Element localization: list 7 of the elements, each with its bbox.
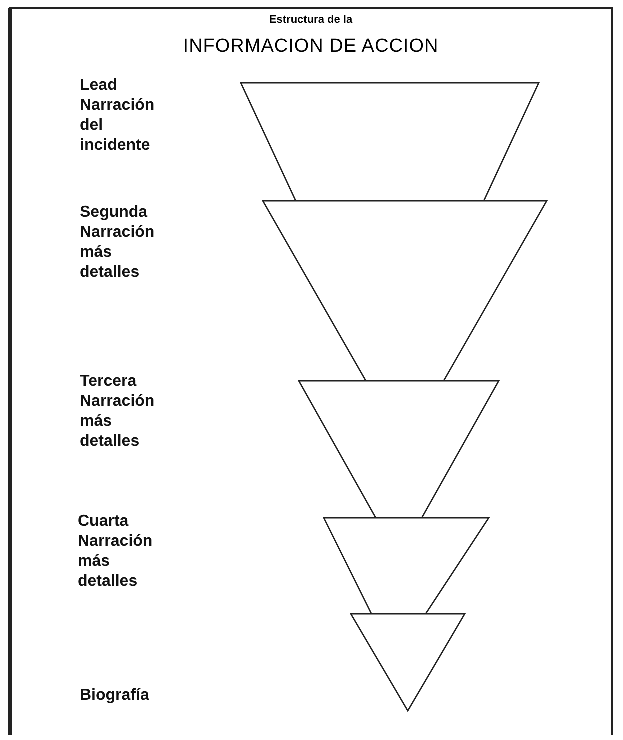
subtitle-text: Estructura de la [269,14,353,26]
level-label: Lead Narración del incidente [80,76,155,156]
level-label: Segunda Narración más detalles [80,203,155,283]
level-label: Tercera Narración más detalles [80,372,155,452]
level-label: Biografía [80,686,150,706]
level-label: Cuarta Narración más detalles [78,512,153,592]
title: INFORMACION DE ACCION [183,36,439,58]
